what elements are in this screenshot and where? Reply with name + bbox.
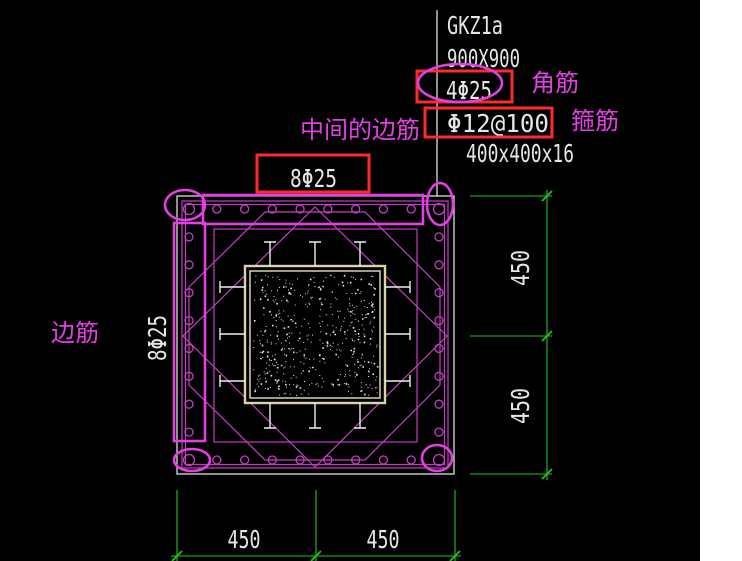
bottom-side-rebar xyxy=(351,455,361,465)
right-side-rebar xyxy=(434,343,444,354)
section-size: 900X900 xyxy=(447,44,520,73)
right-side-rebar xyxy=(434,371,444,381)
dimension-text-lower: 450 xyxy=(506,388,535,424)
corner-bar-marker-top-right xyxy=(425,181,455,227)
shear-stud-left xyxy=(219,375,245,387)
top-side-rebar xyxy=(378,204,389,214)
bottom-side-rebar xyxy=(406,455,416,465)
dimension-extension-lines xyxy=(176,490,456,561)
shear-stud-top xyxy=(354,241,366,266)
shear-stud-bottom xyxy=(264,403,276,429)
right-dimension: 450 450 xyxy=(470,190,553,480)
right-side-rebar xyxy=(434,288,444,298)
bottom-side-rebar xyxy=(267,455,277,465)
column-section xyxy=(176,195,455,475)
bottom-side-rebar xyxy=(212,455,222,465)
shear-stud-top xyxy=(264,241,276,266)
dimension-text-left: 450 xyxy=(228,525,261,554)
corner-rebar xyxy=(182,453,196,467)
top-side-rebar xyxy=(351,204,361,214)
right-side-rebar xyxy=(434,315,444,326)
right-side-rebar xyxy=(434,427,444,437)
bottom-side-rebar xyxy=(378,455,389,465)
corner-rebar xyxy=(432,202,446,216)
left-side-bars-marker xyxy=(172,221,207,443)
window-edge-strip xyxy=(700,0,742,561)
dimension-ticks xyxy=(171,550,461,561)
stirrups-highlight-box xyxy=(423,106,554,139)
bottom-side-rebar xyxy=(239,455,250,465)
corner-bars-spec: 4Φ25 xyxy=(446,76,492,105)
left-side-rebar xyxy=(184,427,194,437)
steel-tube-inner-wall xyxy=(249,270,381,399)
left-side-rebar xyxy=(184,260,194,270)
dimension-extension-lines xyxy=(470,195,552,475)
column-label: GKZ1a xyxy=(447,11,503,40)
shear-stud-left xyxy=(219,281,245,293)
side-bars-note: 边筋 xyxy=(51,319,99,347)
bottom-dimension: 450 450 xyxy=(171,490,461,561)
middle-side-bars-note: 中间的边筋 xyxy=(300,116,420,144)
corner-bar-marker-top-left xyxy=(163,188,207,222)
left-side-rebar xyxy=(184,315,194,326)
shear-studs xyxy=(219,241,411,429)
top-side-rebar xyxy=(239,204,250,214)
top-middle-bars-spec: 8Φ25 xyxy=(290,164,337,193)
diamond-stirrup xyxy=(182,206,448,468)
left-side-rebar xyxy=(184,371,194,381)
steel-tube xyxy=(243,264,387,405)
corner-bars-note: 角筋 xyxy=(531,69,579,97)
outer-stirrup xyxy=(181,200,449,469)
octagonal-stirrup xyxy=(188,211,441,461)
corner-bar-marker-bottom-left xyxy=(172,447,212,473)
outer-stirrup-inner-line xyxy=(184,203,446,466)
corner-bar-marker-bottom-right xyxy=(420,443,454,473)
shear-stud-right xyxy=(385,375,411,387)
top-side-rebar xyxy=(295,204,305,214)
top-side-rebar xyxy=(212,204,222,214)
inner-stirrup xyxy=(213,228,418,443)
dimension-text-upper: 450 xyxy=(506,250,535,286)
dimension-text-right: 450 xyxy=(367,525,400,554)
shear-stud-right xyxy=(385,281,411,293)
steel-tube-spec: 400x400x16 xyxy=(466,139,574,168)
top-side-rebar xyxy=(323,204,333,214)
top-bars-highlight-box xyxy=(255,153,371,194)
right-side-rebar xyxy=(434,232,444,242)
corner-rebar xyxy=(182,202,196,216)
stirrups-spec: Φ12@100 xyxy=(447,109,549,138)
stirrups-note: 箍筋 xyxy=(571,107,619,135)
left-side-rebar xyxy=(184,399,194,409)
shear-stud-bottom xyxy=(354,403,366,429)
section-label: GKZ1a 900X900 4Φ25 Φ12@100 400x400x16 xyxy=(436,10,574,196)
markup-annotations: 角筋 箍筋 中间的边筋 边筋 xyxy=(51,62,619,473)
shear-stud-top xyxy=(309,241,321,266)
concrete-infill-speckles xyxy=(253,274,379,396)
dimension-ticks xyxy=(541,190,553,480)
right-side-rebar xyxy=(434,260,444,270)
left-side-rebar xyxy=(184,232,194,242)
left-side-rebar xyxy=(184,343,194,354)
left-side-rebar xyxy=(184,288,194,298)
corner-bars-spec-ellipse xyxy=(416,62,504,104)
shear-stud-left xyxy=(219,328,245,340)
rebar-group xyxy=(182,202,446,467)
shear-stud-right xyxy=(385,328,411,340)
corner-rebar xyxy=(432,453,446,467)
bottom-side-rebar xyxy=(323,455,333,465)
bottom-side-rebar xyxy=(295,455,305,465)
left-side-bars-spec: 8Φ25 xyxy=(143,315,172,361)
top-side-rebar xyxy=(406,204,416,214)
shear-stud-bottom xyxy=(309,403,321,429)
top-side-rebar xyxy=(267,204,277,214)
right-side-rebar xyxy=(434,399,444,409)
